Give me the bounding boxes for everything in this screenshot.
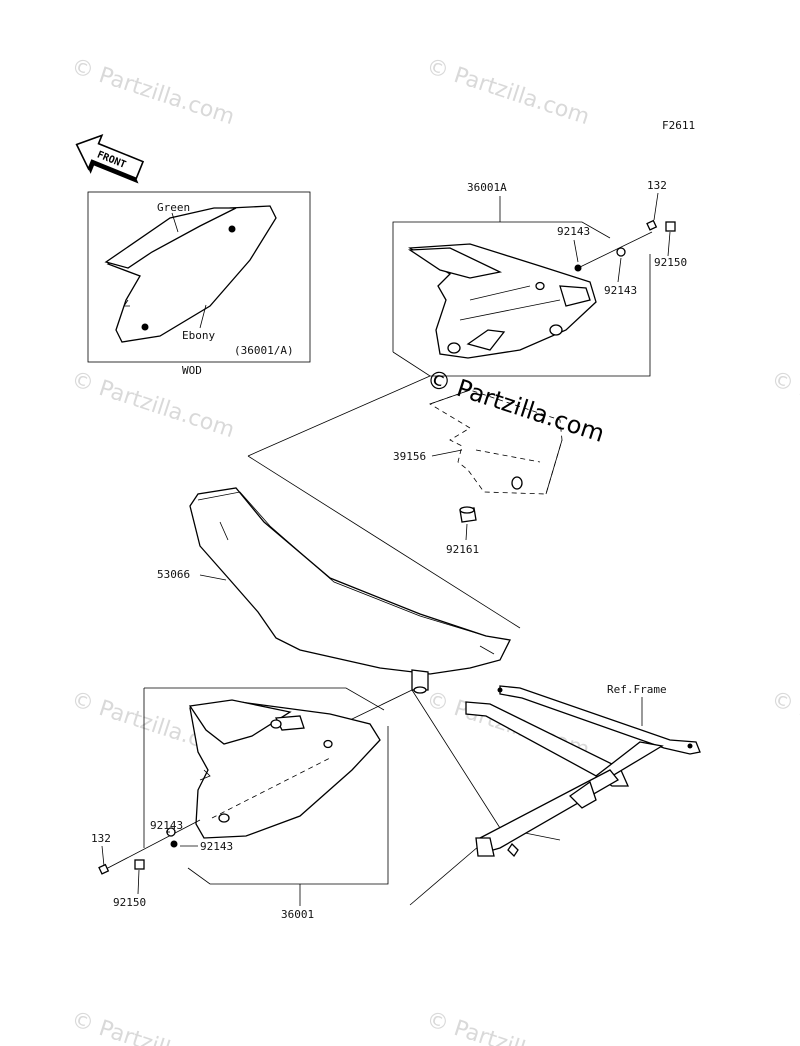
- watermark: © Partzilla.com: [768, 367, 800, 443]
- label-92150-top: 92150: [654, 256, 687, 269]
- side-cover-right-group: [392, 196, 676, 377]
- figure-code: F2611: [662, 119, 695, 132]
- label-132-top: 132: [647, 179, 667, 192]
- ref-frame: [465, 685, 701, 858]
- watermark: © Partzilla.com: [423, 1007, 592, 1046]
- damper-92161: [459, 506, 477, 523]
- label-132-bot: 132: [91, 832, 111, 845]
- watermark: © Partzilla.com: [68, 54, 237, 130]
- inset-side-cover: [104, 205, 277, 343]
- seat-53066: [189, 487, 511, 694]
- inset-variant-box: Green Ebony (36001/A): [87, 191, 311, 363]
- watermark-center: © Partzilla.com: [423, 364, 608, 448]
- label-92150-bot: 92150: [113, 896, 146, 909]
- label-36001: 36001: [281, 908, 314, 921]
- label-92161: 92161: [446, 543, 479, 556]
- watermark: © Partzilla.com: [68, 367, 237, 443]
- label-ref-frame: Ref.Frame: [607, 683, 667, 696]
- label-92143-bot-b: 92143: [200, 840, 233, 853]
- side-cover-left-group: [98, 687, 389, 906]
- watermark: © Partzilla.com: [423, 54, 592, 130]
- label-53066: 53066: [157, 568, 190, 581]
- inset-color-green: Green: [157, 201, 190, 214]
- label-36001A: 36001A: [467, 181, 507, 194]
- inset-color-ebony: Ebony: [182, 329, 215, 342]
- watermark: © Partzilla.com: [768, 687, 800, 763]
- front-arrow-icon: FRONT: [75, 133, 145, 184]
- label-92143-top-a: 92143: [557, 225, 590, 238]
- label-92143-bot-a: 92143: [150, 819, 183, 832]
- inset-part-ref: (36001/A): [234, 344, 294, 357]
- inset-caption: WOD: [182, 364, 202, 377]
- seat-pad-39156: [429, 389, 563, 495]
- label-92143-top-b: 92143: [604, 284, 637, 297]
- label-39156: 39156: [393, 450, 426, 463]
- watermark: © Partzilla.com: [68, 1007, 237, 1046]
